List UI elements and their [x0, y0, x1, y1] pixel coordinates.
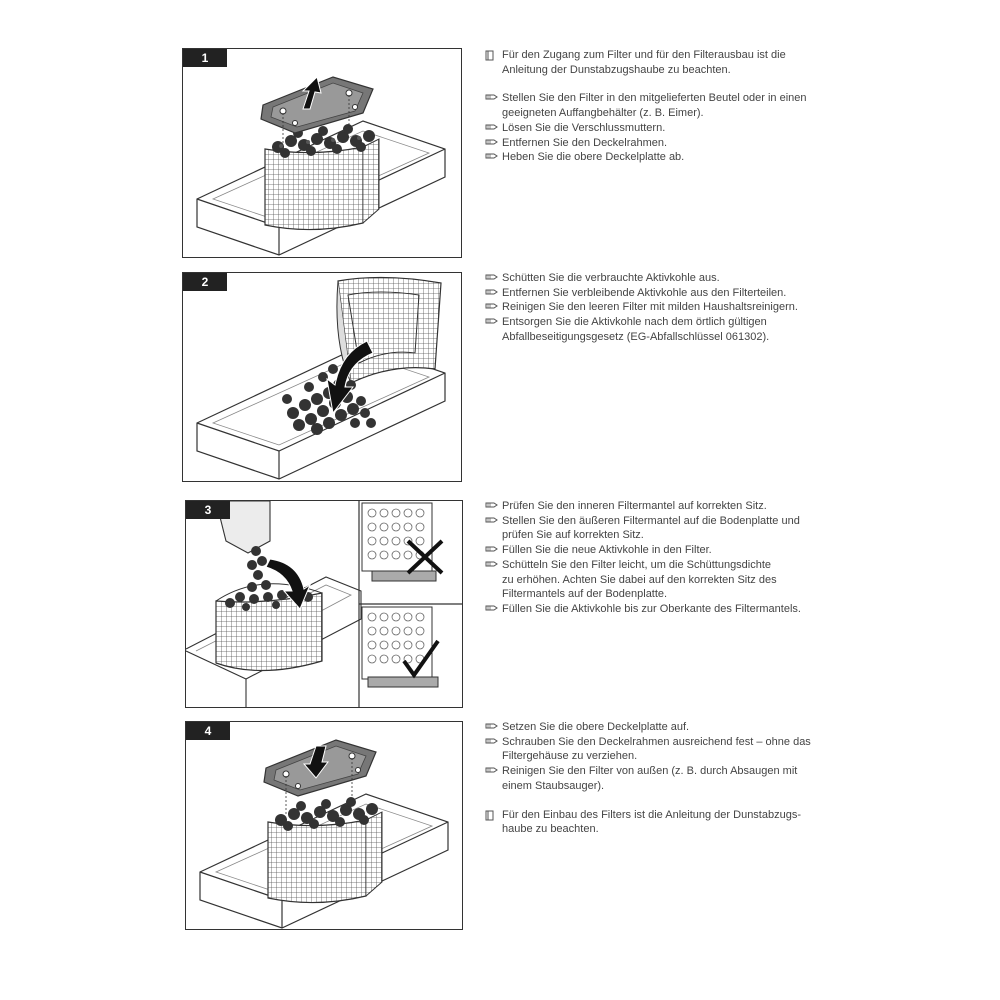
- instruction-item: Stellen Sie den äußeren Filtermantel auf…: [485, 514, 825, 543]
- text-line: prüfen Sie auf korrekten Sitz.: [502, 529, 644, 542]
- hand-pointer-icon: [485, 499, 502, 514]
- hand-pointer-icon: [485, 136, 502, 151]
- text-line: Entsorgen Sie die Aktivkohle nach dem ör…: [502, 316, 767, 329]
- step-3-instructions: Prüfen Sie den inneren Filtermantel auf …: [485, 499, 825, 617]
- text-line: Füllen Sie die Aktivkohle bis zur Oberka…: [502, 602, 801, 615]
- instruction-item: Prüfen Sie den inneren Filtermantel auf …: [485, 499, 825, 514]
- hand-pointer-icon: [485, 300, 502, 315]
- text-line: einem Staubsauger).: [502, 779, 605, 792]
- instruction-item: Reinigen Sie den Filter von außen (z. B.…: [485, 764, 825, 793]
- hand-pointer-icon: [485, 514, 502, 543]
- hand-pointer-icon: [485, 121, 502, 136]
- filter-lid-install-drawing: [199, 739, 449, 929]
- note-item: Für den Einbau des Filters ist die Anlei…: [485, 808, 825, 837]
- step-4-illustration: 4: [185, 721, 463, 930]
- instruction-item: Entsorgen Sie die Aktivkohle nach dem ör…: [485, 315, 825, 344]
- step-1-illustration: 1: [182, 48, 462, 258]
- step-number-badge: 2: [183, 273, 227, 291]
- instruction-item: Entfernen Sie verbleibende Aktivkohle au…: [485, 286, 825, 301]
- step-number-badge: 1: [183, 49, 227, 67]
- note-item: Für den Zugang zum Filter und für den Fi…: [485, 48, 825, 77]
- step-2-illustration: 2: [182, 272, 462, 482]
- instruction-item: Entfernen Sie den Deckelrahmen.: [485, 136, 825, 151]
- text-line: Heben Sie die obere Deckelplatte ab.: [502, 151, 685, 164]
- book-icon: [485, 48, 502, 77]
- hand-pointer-icon: [485, 735, 502, 764]
- step-3-illustration: 3: [185, 500, 463, 708]
- fill-new-carbon-drawing: [186, 501, 462, 707]
- text-line: Filtergehäuse zu verziehen.: [502, 750, 638, 763]
- instruction-item: Füllen Sie die Aktivkohle bis zur Oberka…: [485, 602, 825, 617]
- instruction-item: Setzen Sie die obere Deckelplatte auf.: [485, 720, 825, 735]
- hand-pointer-icon: [485, 315, 502, 344]
- text-line: Anleitung der Dunstabzugshaube zu beacht…: [502, 63, 731, 76]
- text-line: Schütten Sie die verbrauchte Aktivkohle …: [502, 272, 720, 284]
- text-line: Reinigen Sie den leeren Filter mit milde…: [502, 301, 798, 314]
- text-line: zu erhöhen. Achten Sie dabei auf den kor…: [502, 573, 777, 586]
- hand-pointer-icon: [485, 602, 502, 617]
- book-icon: [485, 808, 502, 837]
- text-line: Entfernen Sie den Deckelrahmen.: [502, 136, 668, 149]
- hand-pointer-icon: [485, 150, 502, 165]
- text-line: Prüfen Sie den inneren Filtermantel auf …: [502, 500, 767, 512]
- text-line: Entfernen Sie verbleibende Aktivkohle au…: [502, 286, 787, 299]
- step-2-instructions: Schütten Sie die verbrauchte Aktivkohle …: [485, 271, 825, 345]
- instruction-item: Schütten Sie die verbrauchte Aktivkohle …: [485, 271, 825, 286]
- hand-pointer-icon: [485, 286, 502, 301]
- text-line: Stellen Sie den äußeren Filtermantel auf…: [502, 514, 800, 527]
- text-line: Schütteln Sie den Filter leicht, um die …: [502, 558, 772, 571]
- step-number-badge: 4: [186, 722, 230, 740]
- text-line: Setzen Sie die obere Deckelplatte auf.: [502, 721, 690, 733]
- text-line: Für den Zugang zum Filter und für den Fi…: [502, 49, 786, 61]
- text-line: Für den Einbau des Filters ist die Anlei…: [502, 808, 801, 821]
- instruction-item: Schütteln Sie den Filter leicht, um die …: [485, 558, 825, 602]
- step-1-instructions: Für den Zugang zum Filter und für den Fi…: [485, 48, 825, 165]
- instruction-item: Schrauben Sie den Deckelrahmen ausreiche…: [485, 735, 825, 764]
- hand-pointer-icon: [485, 543, 502, 558]
- text-line: haube zu beachten.: [502, 823, 599, 836]
- instruction-item: Stellen Sie den Filter in den mitgeliefe…: [485, 91, 825, 120]
- text-line: Füllen Sie die neue Aktivkohle in den Fi…: [502, 544, 712, 557]
- text-line: Reinigen Sie den Filter von außen (z. B.…: [502, 765, 798, 778]
- hand-pointer-icon: [485, 720, 502, 735]
- text-line: Stellen Sie den Filter in den mitgeliefe…: [502, 92, 807, 105]
- step-4-instructions: Setzen Sie die obere Deckelplatte auf. S…: [485, 720, 825, 837]
- text-line: Abfallbeseitigungsgesetz (EG-Abfallschlü…: [502, 330, 770, 343]
- text-line: geeigneten Auffangbehälter (z. B. Eimer)…: [502, 107, 704, 120]
- hand-pointer-icon: [485, 764, 502, 793]
- instruction-item: Heben Sie die obere Deckelplatte ab.: [485, 150, 825, 165]
- hand-pointer-icon: [485, 91, 502, 120]
- filter-lid-removal-drawing: [196, 76, 446, 256]
- instruction-item: Füllen Sie die neue Aktivkohle in den Fi…: [485, 543, 825, 558]
- instruction-item: Reinigen Sie den leeren Filter mit milde…: [485, 300, 825, 315]
- text-line: Lösen Sie die Verschlussmuttern.: [502, 121, 666, 134]
- text-line: Filtermantels auf der Bodenplatte.: [502, 588, 668, 601]
- pour-out-carbon-drawing: [196, 276, 446, 480]
- text-line: Schrauben Sie den Deckelrahmen ausreiche…: [502, 735, 811, 748]
- hand-pointer-icon: [485, 271, 502, 286]
- instruction-item: Lösen Sie die Verschlussmuttern.: [485, 121, 825, 136]
- hand-pointer-icon: [485, 558, 502, 602]
- step-number-badge: 3: [186, 501, 230, 519]
